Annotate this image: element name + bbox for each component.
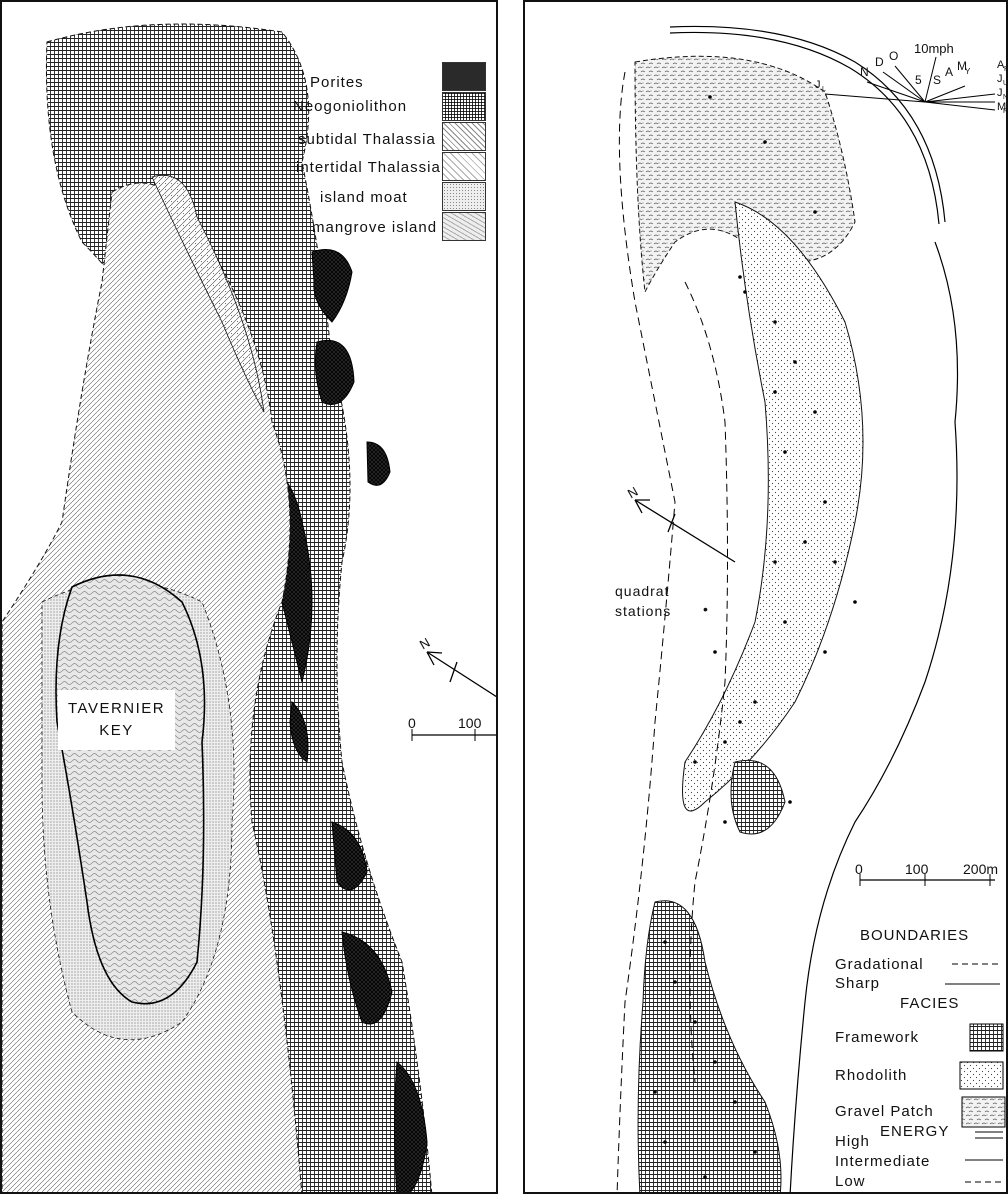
legend-label-intertidal-thalassia: intertidal Thalassia: [296, 159, 441, 176]
porites-patch: [311, 249, 353, 323]
quadrat-label-line2: stations: [615, 603, 672, 619]
porites-patch: [289, 700, 309, 763]
wind-month-d: D: [875, 55, 884, 69]
legend-swatch-framework: [969, 1023, 1004, 1052]
legend-framework: Framework: [835, 1029, 920, 1046]
north-arrow-head: [634, 499, 650, 514]
porites-patch: [341, 931, 393, 1025]
scale-label-0: 0: [855, 861, 863, 877]
wind-sub-r: R: [1003, 108, 1008, 115]
scale-label-100: 100: [905, 861, 929, 877]
north-arrow: [426, 651, 496, 698]
porites-patch: [394, 1061, 428, 1192]
north-arrow-tick: [449, 661, 458, 683]
subtidal-thalassia-zone: [151, 175, 265, 413]
tavernier-key-habitat-map: Porites Neogoniolithon subtidal Thalassi…: [0, 0, 498, 1194]
right-map-canvas: [616, 25, 1006, 1192]
gradational-boundary: [616, 71, 676, 1192]
legend-rhodolith: Rhodolith: [835, 1067, 908, 1084]
north-arrow-head: [426, 651, 443, 666]
wind-month-m: M: [957, 59, 967, 73]
legend-label-porites: Porites: [310, 74, 364, 91]
legend-sharp: Sharp: [835, 975, 881, 992]
island-label-line2: KEY: [99, 722, 134, 739]
island-label-line1: TAVERNIER: [68, 700, 166, 717]
wind-sub-n: N: [1003, 94, 1008, 101]
rhodolith-zone: [682, 201, 864, 812]
north-arrow-tick: [667, 513, 676, 533]
legend-line-high: [975, 1131, 1003, 1139]
wind-month-a: A: [945, 65, 954, 79]
scale-label-100: 100: [458, 715, 482, 731]
legend-label-mangrove-island: mangrove island: [312, 219, 438, 236]
framework-zone: [637, 900, 782, 1192]
porites-patch: [314, 340, 355, 405]
gravel-patch-zone: [634, 55, 856, 294]
swatch-porites: [496, 64, 498, 94]
legend-label-subtidal-thalassia: subtidal Thalassia: [298, 131, 436, 148]
legend-label-neogoniolithon: Neogoniolithon: [293, 98, 408, 115]
wind-sub-u: U: [1003, 80, 1008, 87]
legend-gravel-patch: Gravel Patch: [835, 1103, 934, 1120]
porites-patch: [366, 441, 391, 486]
left-map-canvas: [2, 23, 496, 1192]
legend-boundaries-title: BOUNDARIES: [860, 927, 970, 944]
legend-facies-title: FACIES: [900, 995, 960, 1012]
quadrat-legend-dot: •: [703, 601, 709, 617]
reef-facies-map: 10mph 5 N D O S A M A J J M J Y P U N R …: [523, 0, 1008, 1194]
wind-sub-l: L: [822, 86, 826, 93]
wind-month-m2: M: [997, 101, 1007, 113]
legend-swatch-subtidal-thalassia: [442, 122, 486, 151]
wind-sub-p: P: [1004, 66, 1006, 73]
legend-swatch-porites: [442, 62, 486, 91]
wind-month-j2: J: [997, 87, 1003, 99]
wind-speed-label: 10mph: [914, 41, 954, 56]
island-label: TAVERNIER KEY: [58, 690, 176, 750]
legend-swatch-mangrove-island: [442, 212, 486, 241]
scale-label-0: 0: [408, 715, 416, 731]
wind-month-o: O: [889, 49, 899, 63]
wind-mid-label: 5: [915, 73, 922, 87]
legend-swatch-rhodolith: [959, 1061, 1004, 1090]
intermediate-energy-boundary: [789, 241, 959, 1192]
legend-gradational: Gradational: [835, 956, 924, 973]
wind-month-n: N: [860, 65, 869, 79]
high-energy-boundary: [669, 25, 946, 223]
high-energy-boundary-2: [669, 31, 940, 225]
wind-sub-y: Y: [965, 67, 971, 76]
porites-patch: [331, 821, 368, 891]
legend-swatch-intertidal-thalassia: [442, 152, 486, 181]
wind-month-j: J: [997, 73, 1003, 85]
gradational-boundary: [684, 281, 728, 1083]
wind-month-j3: J: [815, 79, 821, 91]
legend-swatch-gravel-patch: [961, 1096, 1006, 1128]
quadrat-label-line1: quadrat: [615, 583, 670, 599]
wind-month-s: S: [933, 73, 942, 87]
legend-energy-title: ENERGY: [880, 1123, 950, 1140]
legend-label-island-moat: island moat: [320, 189, 408, 206]
legend-swatch-neogoniolithon: [442, 92, 486, 121]
legend-intermediate: Intermediate: [835, 1153, 931, 1170]
quadrat-station-dots: [653, 95, 857, 1179]
legend-swatch-island-moat: [442, 182, 486, 211]
scale-label-200: 200m: [963, 861, 999, 877]
framework-patch: [730, 759, 786, 835]
north-arrow: [634, 499, 736, 563]
wind-month-a2: A: [997, 59, 1005, 71]
wind-rose: [824, 56, 996, 111]
legend-low: Low: [835, 1173, 866, 1190]
legend-high: High: [835, 1133, 870, 1150]
